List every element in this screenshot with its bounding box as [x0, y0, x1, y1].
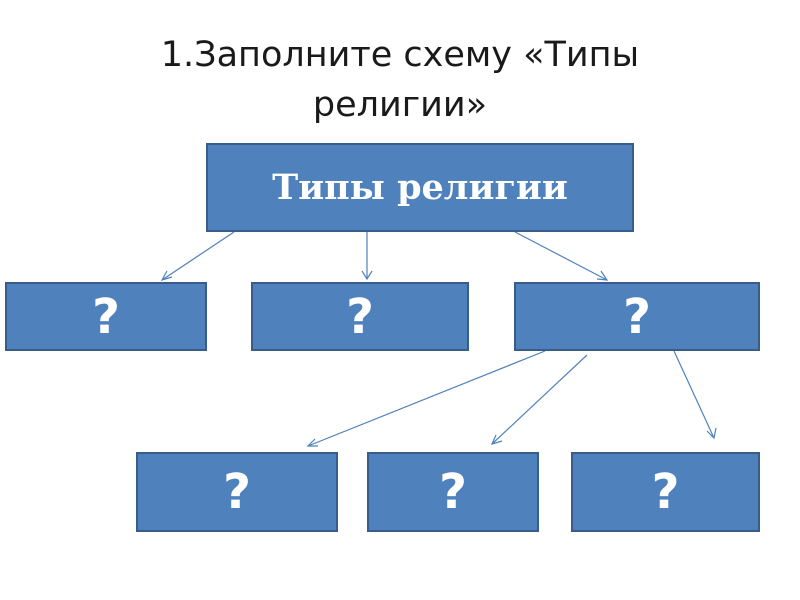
- arrow-box-3-to-box-4: [307, 350, 546, 447]
- arrow-head-2: [361, 270, 373, 281]
- level1-box-2: ?: [251, 282, 469, 351]
- level2-box-3-label: ?: [651, 464, 680, 520]
- level1-box-3-label: ?: [623, 288, 651, 345]
- arrow-head-5: [490, 434, 503, 445]
- level1-box-2-label: ?: [346, 288, 374, 345]
- arrow-box-3-to-box-5: [491, 354, 588, 445]
- arrow-head-1: [160, 270, 173, 281]
- root-box-religion-types: Типы религии: [206, 143, 634, 232]
- arrow-head-3: [596, 270, 609, 281]
- level1-box-1: ?: [5, 282, 207, 351]
- level2-box-1-label: ?: [223, 464, 251, 520]
- arrow-root-to-box-1: [161, 231, 235, 281]
- level2-box-3: ?: [571, 452, 760, 532]
- level1-box-1-label: ?: [92, 288, 120, 345]
- slide-title-line-2: религии»: [312, 85, 488, 125]
- arrow-root-to-box-3: [514, 231, 608, 281]
- arrow-head-4: [306, 438, 318, 447]
- root-box-label: Типы религии: [272, 167, 568, 208]
- level2-box-2: ?: [367, 452, 539, 532]
- level1-box-3: ?: [514, 282, 760, 351]
- arrow-head-6: [706, 427, 717, 440]
- level2-box-2-label: ?: [439, 464, 467, 520]
- slide-title-line-1: 1.Заполните схему «Типы: [160, 35, 640, 75]
- slide-title: 1.Заполните схему «Типы религии»: [0, 30, 800, 130]
- level2-box-1: ?: [136, 452, 338, 532]
- arrow-box-3-to-box-6: [673, 350, 715, 439]
